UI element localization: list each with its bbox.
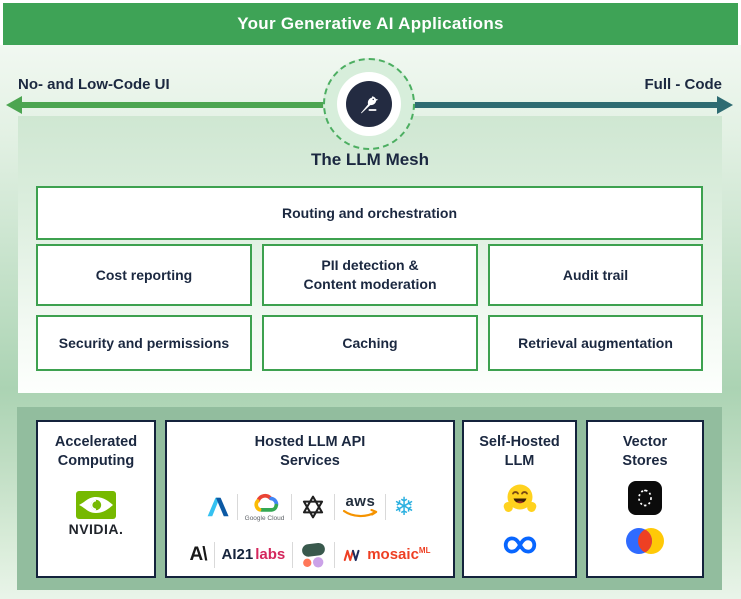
mesh-box-caching: Caching: [262, 315, 478, 371]
mesh-box-routing: Routing and orchestration: [36, 186, 703, 240]
full-code-label: Full - Code: [644, 76, 723, 93]
infrastructure-panel: Accelerated Computing NVIDIA. Hosted LLM…: [17, 407, 722, 590]
mesh-box-cost-reporting: Cost reporting: [36, 244, 252, 306]
spectrum-arrow-right-shaft: [369, 102, 723, 108]
logo-divider: [291, 493, 293, 520]
meta-icon: [499, 534, 541, 561]
logo-divider: [213, 541, 215, 568]
logo-divider: [385, 493, 387, 520]
banner-title: Your Generative AI Applications: [237, 14, 504, 33]
nvidia-logo: NVIDIA.: [69, 490, 124, 537]
mosaic-squiggle-icon: [343, 549, 360, 561]
card-vector-stores: Vector Stores: [586, 420, 704, 578]
spectrum-arrow-left-shaft: [18, 102, 369, 108]
hosted-logos-row-1: Google Cloud aws: [167, 485, 453, 529]
logo-divider: [334, 493, 336, 520]
mesh-box-security-permissions: Security and permissions: [36, 315, 252, 371]
logo-divider: [334, 541, 336, 568]
openai-icon: [299, 493, 327, 521]
right-arrowhead-icon: [717, 96, 733, 114]
nvidia-eye-icon: [76, 490, 116, 519]
card-title: Accelerated Computing: [54, 434, 138, 469]
google-cloud-logo: Google Cloud: [245, 492, 284, 522]
huggingface-icon: [502, 481, 538, 522]
aws-smile-icon: [343, 509, 378, 518]
snowflake-icon: ❄: [393, 492, 415, 522]
card-hosted-llm-api: Hosted LLM API Services: [165, 420, 455, 578]
logo-divider: [292, 541, 294, 568]
left-arrowhead-icon: [6, 96, 22, 114]
mesh-box-retrieval-augmentation: Retrieval augmentation: [488, 315, 703, 371]
card-self-hosted-llm: Self-Hosted LLM: [462, 420, 577, 578]
logo-divider: [236, 493, 238, 520]
title-banner: Your Generative AI Applications: [3, 3, 738, 45]
card-title: Hosted LLM API Services: [254, 434, 366, 469]
mesh-box-audit-trail: Audit trail: [488, 244, 703, 306]
anthropic-icon: A\: [189, 543, 208, 565]
azure-icon: [206, 495, 230, 519]
no-low-code-label: No- and Low-Code UI: [18, 76, 170, 93]
aws-logo: aws: [342, 494, 378, 519]
card-title: Self-Hosted LLM: [479, 434, 560, 469]
dataiku-bird-icon: [346, 81, 392, 127]
card-accelerated-computing: Accelerated Computing NVIDIA.: [36, 420, 156, 578]
mosaicml-logo: mosaicML: [342, 546, 430, 563]
mesh-title: The LLM Mesh: [310, 150, 430, 169]
cohere-icon: [300, 541, 327, 568]
pinecone-icon: [628, 480, 662, 515]
chroma-icon: [624, 527, 666, 560]
mesh-box-pii-moderation: PII detection & Content moderation: [262, 244, 478, 306]
card-title: Vector Stores: [622, 434, 668, 469]
